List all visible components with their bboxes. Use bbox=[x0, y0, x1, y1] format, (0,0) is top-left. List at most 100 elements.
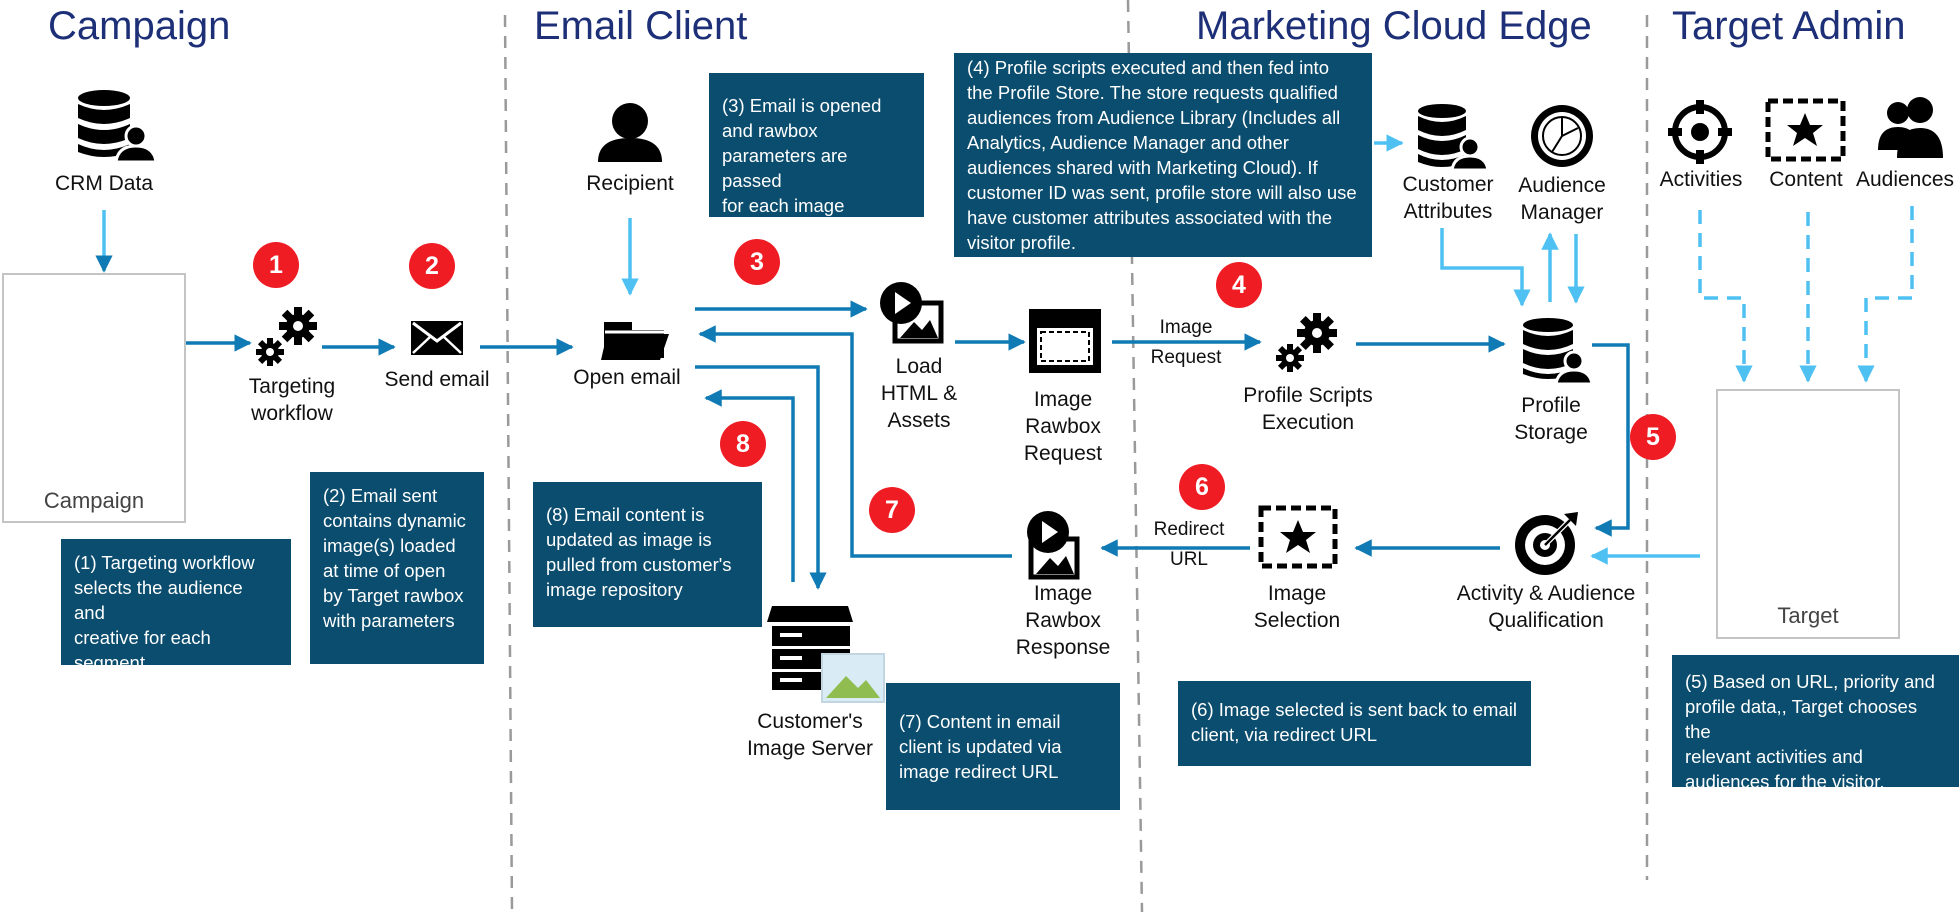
divider-campaign-email bbox=[503, 14, 514, 912]
customer-attributes-label: Customer Attributes bbox=[1386, 171, 1510, 225]
step-badge-2: 2 bbox=[409, 243, 455, 289]
recipient-label: Recipient bbox=[586, 172, 674, 195]
flow-arrows bbox=[186, 300, 1630, 590]
arrow-activities-to-target bbox=[1698, 210, 1753, 383]
open-email-label: Open email bbox=[573, 366, 681, 389]
arrow-attributes-to-storage bbox=[1440, 228, 1531, 307]
campaign-app-label: Campaign bbox=[43, 488, 145, 513]
load-html-label-line: Assets bbox=[887, 409, 951, 432]
image-server-icon bbox=[767, 606, 885, 703]
media-load-icon bbox=[880, 282, 944, 344]
step-badge-7: 7 bbox=[869, 487, 915, 533]
crm-database-icon bbox=[78, 90, 158, 164]
qualification-target-icon bbox=[1515, 512, 1578, 575]
redirect-url-arrow-label-line: Redirect bbox=[1153, 519, 1225, 540]
image-server-label-line: Customer's bbox=[757, 710, 863, 733]
audience-manager-label-line: Manager bbox=[1520, 201, 1604, 224]
note-1-line: selects the audience and bbox=[74, 577, 243, 623]
note-2-line: with parameters bbox=[323, 610, 455, 631]
note-2-line: contains dynamic bbox=[323, 510, 466, 531]
media-response-icon bbox=[1027, 511, 1080, 580]
image-rawbox-response-label-line: Image bbox=[1033, 582, 1093, 605]
activity-qualification-label-line: Activity & Audience bbox=[1456, 582, 1636, 605]
target-app-label: Target bbox=[1777, 603, 1839, 628]
note-7-line: image redirect URL bbox=[899, 761, 1059, 782]
target-app-frame bbox=[1716, 389, 1900, 639]
step-badge-1: 1 bbox=[253, 242, 299, 288]
note-5-line: audiences for the visitor. bbox=[1685, 771, 1885, 792]
note-5-line: relevant activities and bbox=[1685, 746, 1863, 767]
activity-qualification-label: Activity & Audience Qualification bbox=[1444, 580, 1648, 634]
content-label: Content bbox=[1769, 168, 1843, 191]
note-1-line: creative for each bbox=[74, 627, 211, 648]
audience-manager-label: Audience Manager bbox=[1506, 172, 1618, 226]
image-rawbox-response-label-line: Response bbox=[1015, 636, 1111, 659]
customer-attributes-label-line: Attributes bbox=[1403, 200, 1493, 223]
image-rawbox-request-label-line: Request bbox=[1023, 442, 1103, 465]
feed-arrows bbox=[95, 134, 1700, 565]
targeting-gears-icon bbox=[256, 307, 317, 366]
dashed-feed-arrows bbox=[1698, 206, 1914, 383]
activities-target-icon bbox=[1668, 100, 1732, 164]
note-5-line: (5) Based on URL, priority and bbox=[1685, 671, 1935, 692]
image-rawbox-response-label-line: Rawbox bbox=[1025, 609, 1101, 632]
targeting-workflow-label-line: Targeting bbox=[248, 375, 336, 398]
note-4-line: audiences shared with Marketing Cloud). … bbox=[967, 157, 1318, 178]
note-4-line: (4) Profile scripts executed and then fe… bbox=[967, 57, 1329, 78]
lane-title-target-admin: Target Admin bbox=[1672, 4, 1906, 48]
note-4-line: Analytics, Audience Manager and other bbox=[967, 132, 1289, 153]
image-server-label-line: Image Server bbox=[746, 737, 874, 760]
profile-scripts-label: Profile Scripts Execution bbox=[1222, 382, 1394, 436]
note-6-line: (6) Image selected is sent back to email bbox=[1191, 699, 1517, 720]
step-badge-6: 6 bbox=[1179, 464, 1225, 510]
note-3-line: for each image bbox=[722, 195, 845, 216]
profile-storage-label: Profile Storage bbox=[1492, 392, 1610, 446]
recipient-person-icon bbox=[598, 103, 662, 162]
note-4-line: audiences from Audience Library (Include… bbox=[967, 107, 1341, 128]
image-rawbox-request-label-line: Rawbox bbox=[1025, 415, 1101, 438]
profile-storage-label-line: Profile bbox=[1521, 394, 1581, 417]
lane-title-email-client: Email Client bbox=[534, 4, 748, 48]
note-4-line: visitor profile. bbox=[967, 232, 1076, 253]
arrow-storage-to-qualification bbox=[1592, 343, 1630, 537]
note-3: (3) Email is opened and rawbox parameter… bbox=[709, 73, 924, 217]
note-5: (5) Based on URL, priority and profile d… bbox=[1672, 655, 1959, 792]
note-8-line: image repository bbox=[546, 579, 683, 600]
profile-scripts-label-line: Profile Scripts bbox=[1243, 384, 1373, 407]
image-selection-label-line: Image bbox=[1267, 582, 1327, 605]
redirect-url-arrow-label: Redirect URL bbox=[1144, 515, 1234, 575]
note-4-line: have customer attributes associated with… bbox=[967, 207, 1333, 228]
image-server-label: Customer's Image Server bbox=[740, 708, 880, 762]
note-3-line: (3) Email is opened bbox=[722, 95, 882, 116]
note-6: (6) Image selected is sent back to email… bbox=[1178, 681, 1531, 766]
arrow-response-to-open bbox=[698, 325, 1012, 558]
envelope-icon bbox=[411, 321, 463, 355]
load-html-label: Load HTML & Assets bbox=[860, 353, 978, 434]
note-8-line: (8) Email content is bbox=[546, 504, 705, 525]
step-badge-8: 8 bbox=[720, 421, 766, 467]
note-7: (7) Content in email client is updated v… bbox=[886, 683, 1120, 810]
profile-scripts-label-line: Execution bbox=[1261, 411, 1355, 434]
load-html-label-line: HTML & bbox=[880, 382, 958, 405]
audience-manager-icon bbox=[1531, 105, 1593, 167]
note-8: (8) Email content is updated as image is… bbox=[533, 482, 762, 627]
note-4-line: customer ID was sent, profile store will… bbox=[967, 182, 1357, 203]
step-badge-5: 5 bbox=[1630, 414, 1676, 460]
audience-manager-label-line: Audience bbox=[1518, 174, 1606, 197]
arrow-audiences-to-target bbox=[1857, 206, 1914, 383]
customer-attributes-database-icon bbox=[1418, 104, 1490, 172]
redirect-url-arrow-label-line: URL bbox=[1169, 549, 1208, 570]
profile-storage-label-line: Storage bbox=[1514, 421, 1588, 444]
audiences-group-icon bbox=[1878, 97, 1943, 158]
profile-scripts-gears-icon bbox=[1276, 313, 1337, 372]
step-badge-4: 4 bbox=[1216, 262, 1262, 308]
note-4-line: the Profile Store. The store requests qu… bbox=[967, 82, 1338, 103]
note-1-line: segment bbox=[74, 652, 145, 673]
crm-data-label: CRM Data bbox=[54, 172, 154, 195]
note-7-line: (7) Content in email bbox=[899, 711, 1061, 732]
image-request-arrow-label-line: Image bbox=[1159, 317, 1213, 338]
image-request-arrow-label-line: Request bbox=[1150, 347, 1222, 368]
note-3-line: parameters are passed bbox=[722, 145, 848, 191]
image-request-arrow-label: Image Request bbox=[1136, 313, 1236, 373]
note-8-line: pulled from customer's bbox=[546, 554, 732, 575]
